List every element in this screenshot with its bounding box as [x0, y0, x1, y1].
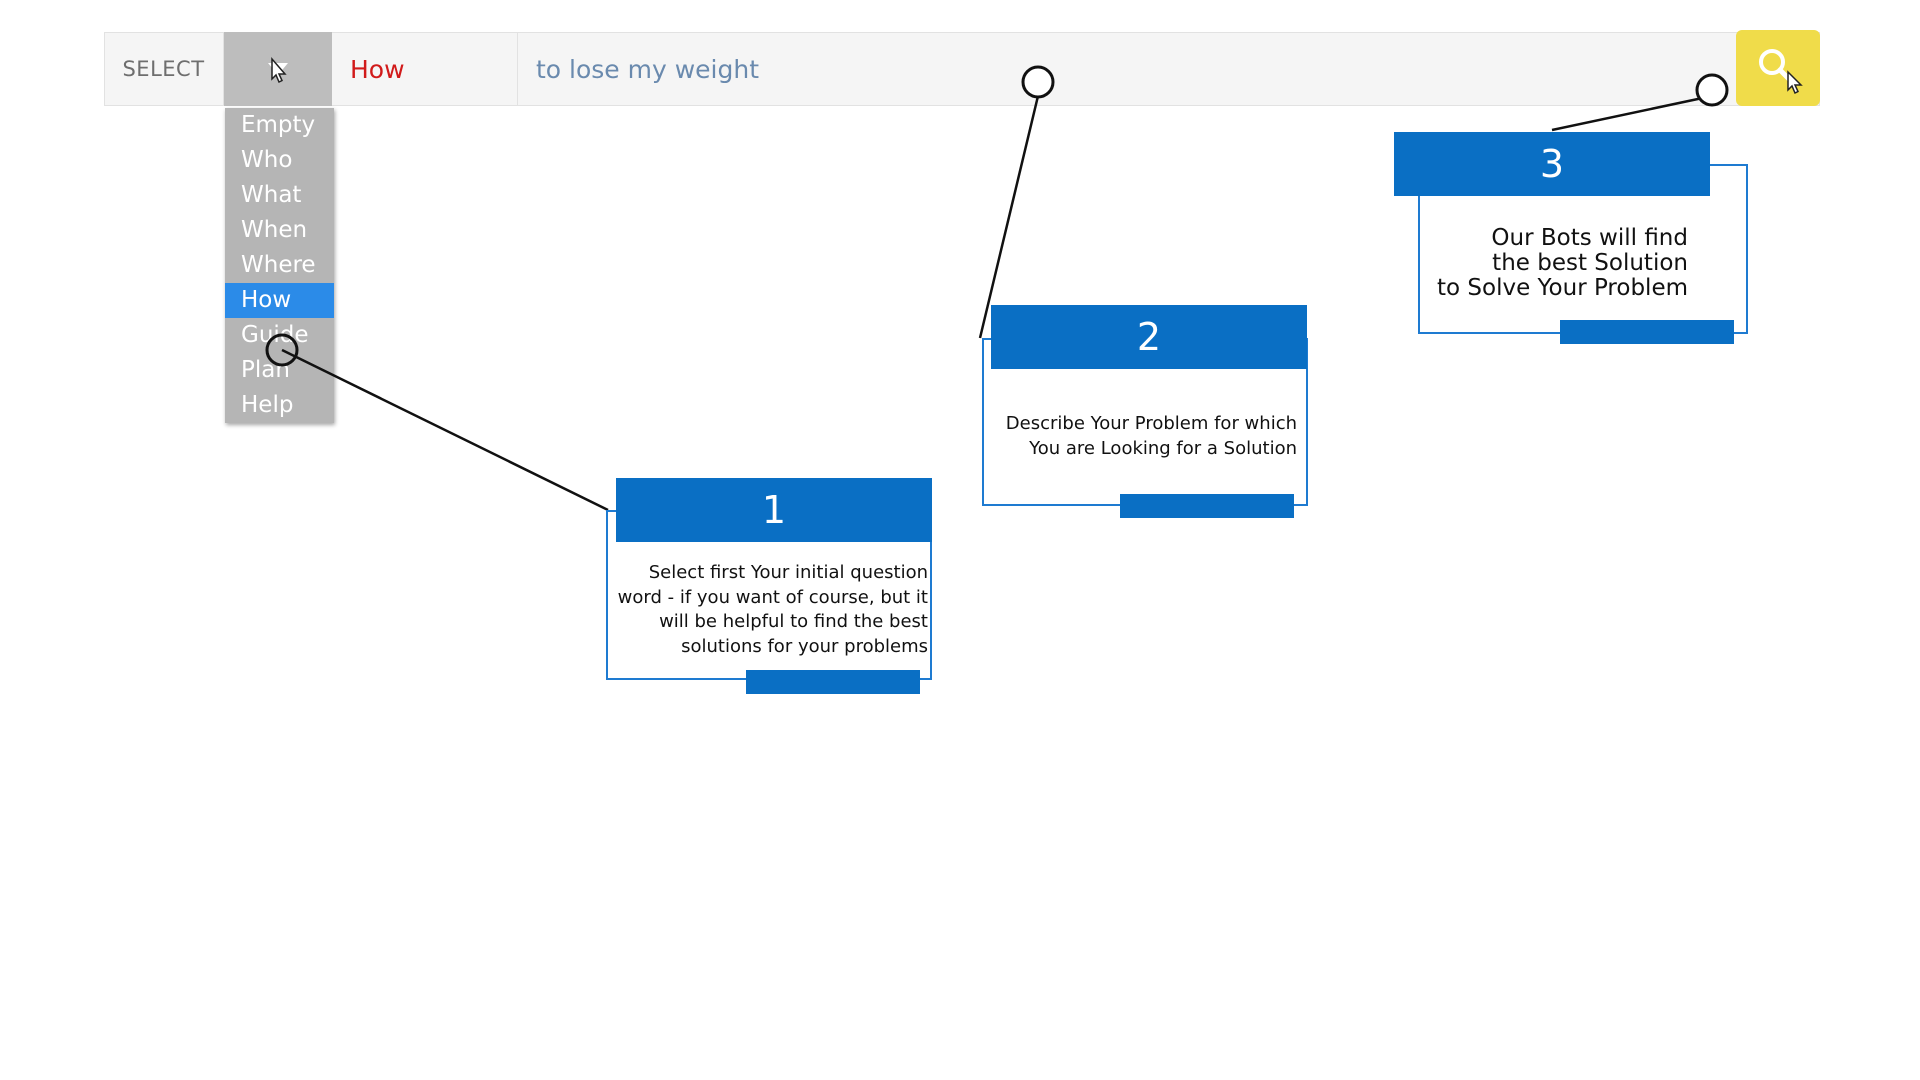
selected-question-word: How: [332, 32, 518, 106]
search-button[interactable]: [1736, 30, 1820, 106]
callout-1-line: Select first Your initial question: [648, 562, 928, 583]
callout-3-bar: [1560, 320, 1734, 344]
dropdown-item-where[interactable]: Where: [241, 252, 316, 278]
callout-1-number: 1: [616, 478, 932, 542]
callout-3-line: the best Solution: [1492, 250, 1688, 276]
callout-1-text: Select first Your initial question word …: [618, 561, 928, 659]
dropdown-item-who[interactable]: Who: [241, 147, 293, 173]
dropdown-item-when[interactable]: When: [241, 217, 308, 243]
callout-3-line: Our Bots will find: [1491, 225, 1688, 251]
callout-1-bar: [746, 670, 920, 694]
search-icon: [1759, 49, 1803, 95]
dropdown-toggle[interactable]: [224, 32, 332, 106]
callout-3-line: to Solve Your Problem: [1437, 275, 1688, 301]
callout-1-line: solutions for your problems: [681, 635, 928, 657]
callout-2-text: Describe Your Problem for which You are …: [1006, 412, 1297, 461]
callout-2-line: You are Looking for a Solution: [1029, 437, 1297, 459]
callout-2-number: 2: [991, 305, 1307, 369]
callout-3-text: Our Bots will find the best Solution to …: [1437, 226, 1688, 301]
callout-1-line: word - if you want of course, but it: [617, 586, 928, 608]
chevron-down-icon: [268, 56, 288, 84]
callout-1-line: will be helpful to find the best: [659, 611, 928, 632]
dropdown-item-plan[interactable]: Plan: [241, 357, 290, 383]
callout-3-number: 3: [1394, 132, 1710, 196]
dropdown-item-how[interactable]: How: [225, 283, 334, 318]
dropdown-item-help[interactable]: Help: [241, 392, 294, 418]
select-label: SELECT: [104, 32, 224, 106]
dropdown-item-guide[interactable]: Guide: [241, 322, 309, 348]
search-input[interactable]: [518, 32, 1734, 106]
callout-2-line: Describe Your Problem for which: [1005, 413, 1297, 434]
dropdown-item-what[interactable]: What: [241, 182, 302, 208]
callout-2-bar: [1120, 494, 1294, 518]
dropdown-item-empty[interactable]: Empty: [241, 112, 316, 138]
cursor-icon: [271, 56, 287, 84]
